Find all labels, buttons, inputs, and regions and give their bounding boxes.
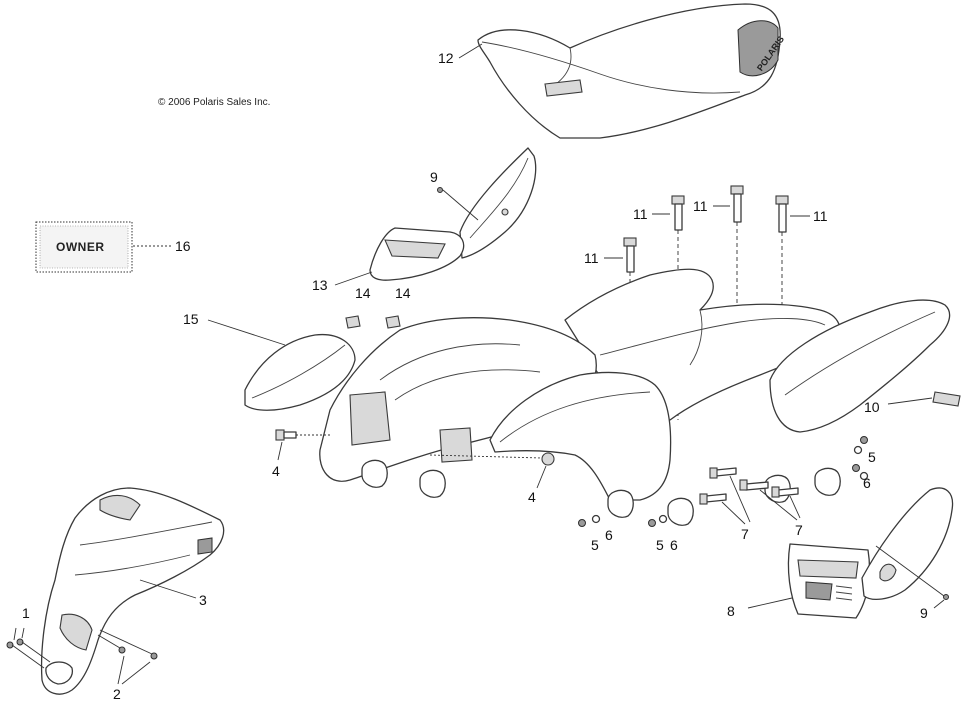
callout-14-right: 14 bbox=[395, 285, 411, 301]
callout-1: 1 bbox=[22, 605, 30, 621]
callout-3: 3 bbox=[199, 592, 207, 608]
leader-8 bbox=[747, 597, 793, 609]
side-panel-lower bbox=[861, 487, 954, 601]
screws-1 bbox=[6, 638, 51, 669]
footrest-panel bbox=[787, 543, 871, 619]
callout-12: 12 bbox=[438, 50, 454, 66]
side-panel-upper bbox=[459, 147, 537, 259]
callout-9-bottom: 9 bbox=[920, 605, 928, 621]
callout-15: 15 bbox=[183, 311, 199, 327]
clip-14-left bbox=[345, 315, 361, 329]
callout-5-a: 5 bbox=[591, 537, 599, 553]
callout-14-left: 14 bbox=[355, 285, 371, 301]
callout-5-b: 5 bbox=[656, 537, 664, 553]
leader-4-mid bbox=[536, 465, 547, 489]
leader-7-right-b bbox=[789, 495, 801, 519]
callout-11-c: 11 bbox=[813, 208, 828, 224]
screw-4-mid bbox=[429, 452, 555, 466]
leader-7-left-a bbox=[721, 501, 746, 525]
callout-6-c: 6 bbox=[863, 475, 871, 491]
leader-2-a bbox=[117, 655, 125, 685]
callout-16: 16 bbox=[175, 238, 191, 254]
nuts-washers-right bbox=[852, 436, 869, 481]
leader-4-left bbox=[277, 441, 283, 461]
clip-14-right bbox=[385, 315, 401, 329]
callout-11-d: 11 bbox=[584, 250, 599, 266]
seat: POLARIS bbox=[477, 3, 786, 139]
callout-7-right: 7 bbox=[795, 522, 803, 538]
callout-2: 2 bbox=[113, 686, 121, 702]
callout-11-b: 11 bbox=[693, 198, 708, 214]
screws-2 bbox=[97, 629, 158, 660]
main-body bbox=[244, 268, 951, 526]
callout-11-a: 11 bbox=[633, 206, 648, 222]
leader-13 bbox=[334, 271, 373, 286]
owner-label: OWNER bbox=[56, 240, 105, 254]
callout-5-c: 5 bbox=[868, 449, 876, 465]
storage-lid bbox=[369, 227, 465, 281]
leader-7-right-a bbox=[759, 489, 798, 521]
leader-9-top bbox=[442, 189, 479, 221]
nuts-washers-lower bbox=[578, 514, 668, 527]
screw-9-top bbox=[437, 187, 443, 193]
callout-6-a: 6 bbox=[605, 527, 613, 543]
callout-4-mid: 4 bbox=[528, 489, 536, 505]
leader-2-b bbox=[121, 661, 151, 685]
screw-4-left bbox=[275, 429, 330, 441]
leader-3 bbox=[139, 579, 197, 599]
callout-9-top: 9 bbox=[430, 169, 438, 185]
callout-10: 10 bbox=[864, 399, 880, 415]
screw-9-bottom bbox=[943, 594, 949, 600]
leader-7-left-b bbox=[729, 475, 751, 523]
bolts-7 bbox=[699, 467, 799, 505]
owner-decal: OWNER bbox=[35, 221, 133, 273]
leader-9-bottom-b bbox=[933, 599, 945, 609]
decal-10 bbox=[932, 391, 961, 407]
leader-10 bbox=[887, 397, 933, 405]
callout-6-b: 6 bbox=[670, 537, 678, 553]
leader-9-bottom-a bbox=[875, 545, 945, 597]
callout-13: 13 bbox=[312, 277, 328, 293]
front-nose bbox=[40, 487, 225, 695]
callout-8: 8 bbox=[727, 603, 735, 619]
callout-4-left: 4 bbox=[272, 463, 280, 479]
copyright-text: © 2006 Polaris Sales Inc. bbox=[158, 97, 270, 108]
leader-1-a bbox=[13, 627, 17, 641]
leader-12 bbox=[458, 43, 483, 59]
callout-7-left: 7 bbox=[741, 526, 749, 542]
leader-15 bbox=[207, 319, 286, 346]
leader-1-b bbox=[21, 627, 25, 639]
